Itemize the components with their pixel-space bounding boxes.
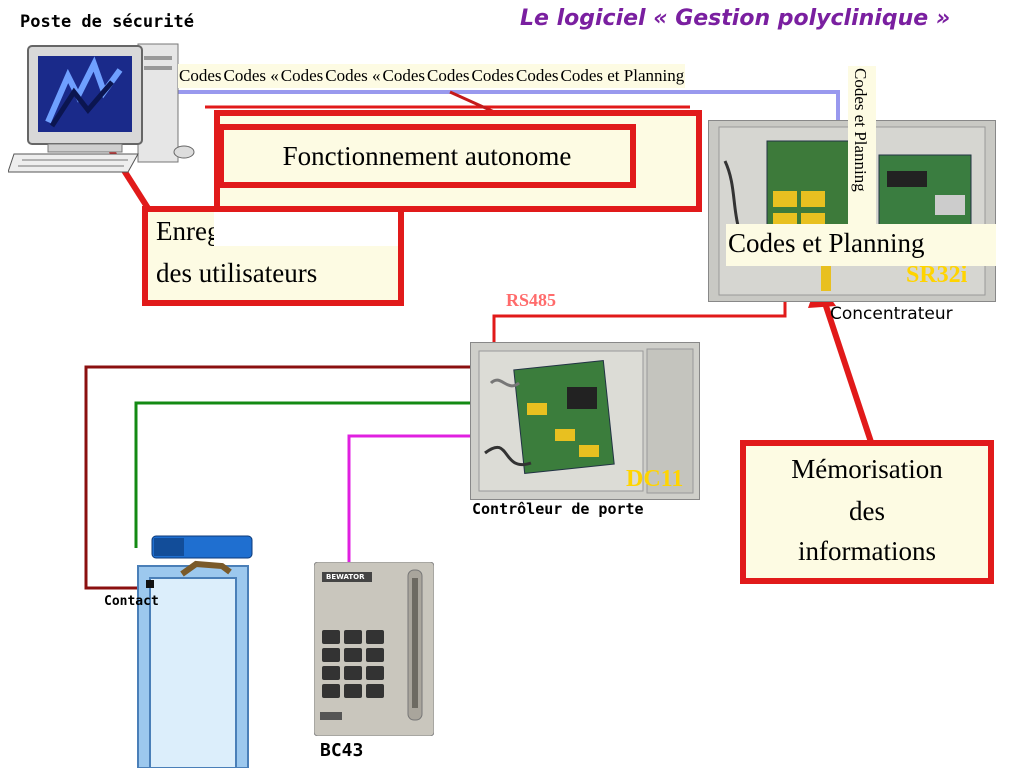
contact-line — [84, 365, 470, 590]
controller-board — [478, 348, 694, 494]
keypad-key[interactable] — [322, 684, 340, 698]
codes-planning-box: Codes et Planning — [726, 224, 996, 266]
rs485-line — [492, 300, 787, 345]
memory-callout: Mémorisation des informations — [740, 440, 994, 584]
autonomous-text: Fonctionnement autonome — [282, 141, 572, 171]
keypad-key[interactable] — [366, 666, 384, 680]
codes-item: Codes « — [223, 66, 279, 85]
codes-item: Codes — [427, 66, 470, 85]
door-illustration — [137, 535, 253, 768]
keypad-key[interactable] — [322, 666, 340, 680]
codes-item: Codes — [382, 66, 426, 85]
codes-flow-row: Codes Codes « Codes Codes « Codes Codes … — [178, 64, 686, 88]
codes-item: Codes — [280, 66, 324, 85]
lock-line — [134, 401, 470, 548]
keypad-key[interactable] — [344, 630, 362, 644]
codes-item: Codes — [516, 66, 559, 85]
memory-arrow-line — [821, 299, 875, 446]
users-callout-mask — [214, 212, 398, 246]
memory-text-line3: informations — [798, 536, 936, 566]
memory-text-line2: des — [849, 496, 885, 526]
codes-item: Codes et Planning — [560, 66, 685, 85]
keypad-key[interactable] — [366, 684, 384, 698]
codes-planning-label: Codes et Planning — [728, 228, 925, 258]
keypad-key[interactable] — [322, 630, 340, 644]
keypad-key[interactable] — [366, 648, 384, 662]
controller-device — [470, 342, 700, 500]
controller-label: Contrôleur de porte — [472, 500, 644, 518]
keypad-brand: BEWATOR — [326, 573, 365, 581]
codes-item: Codes — [471, 66, 515, 85]
memory-text-line1: Mémorisation — [791, 454, 943, 484]
keypad-key[interactable] — [322, 648, 340, 662]
keypad-line — [347, 434, 470, 565]
computer-label: Poste de sécurité — [20, 12, 194, 32]
keypad-key[interactable] — [344, 648, 362, 662]
keypad-key[interactable] — [344, 666, 362, 680]
computer-icon — [8, 43, 195, 173]
keypad-keys — [322, 630, 384, 698]
concentrator-name: SR32i — [906, 262, 968, 288]
keypad-key[interactable] — [366, 630, 384, 644]
autonomous-callout: Fonctionnement autonome — [218, 124, 636, 188]
page-title: Le logiciel « Gestion polyclinique » — [520, 6, 951, 31]
keypad-label: BC43 — [320, 740, 364, 761]
network-line — [170, 90, 840, 125]
users-text-line2: des utilisateurs — [156, 258, 318, 288]
codes-item: Codes — [179, 66, 222, 85]
codes-vertical-label-box: Codes et Planning — [848, 66, 876, 224]
concentrator-label: Concentrateur — [830, 304, 953, 324]
rs485-label: RS485 — [506, 290, 557, 310]
contact-label: Contact — [104, 594, 159, 609]
codes-vertical-label: Codes et Planning — [851, 68, 870, 192]
controller-name: DC11 — [626, 466, 684, 492]
keypad-key[interactable] — [344, 684, 362, 698]
codes-item: Codes « — [325, 66, 381, 85]
